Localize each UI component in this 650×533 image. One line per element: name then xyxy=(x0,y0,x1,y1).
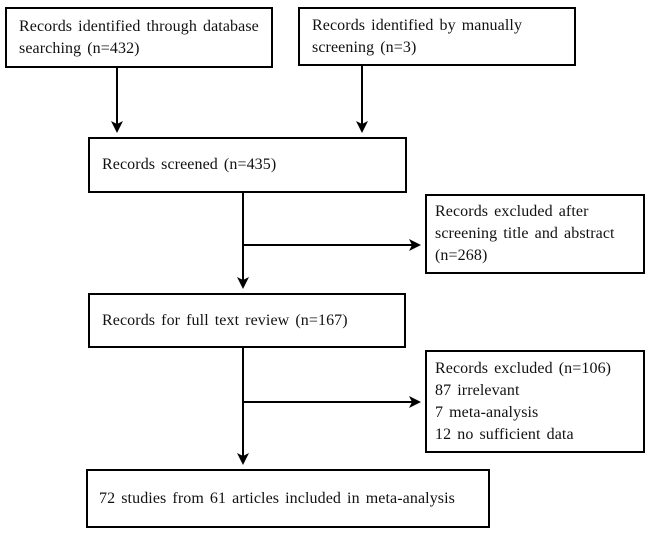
box-records-identified-database: Records identified through database sear… xyxy=(5,7,273,68)
box-records-screened: Records screened (n=435) xyxy=(88,137,407,193)
box-label: 72 studies from 61 articles included in … xyxy=(99,489,455,507)
box-label: Records excluded after screening title a… xyxy=(435,203,615,264)
box-records-excluded-full-text: Records excluded (n=106) 87 irrelevant 7… xyxy=(425,350,645,453)
box-label: Records identified through database sear… xyxy=(19,17,259,57)
excluded-line: Records excluded (n=106) xyxy=(435,359,612,377)
box-records-identified-manual: Records identified by manually screening… xyxy=(298,7,576,66)
box-label: Records for full text review (n=167) xyxy=(102,311,348,329)
box-label: Records screened (n=435) xyxy=(102,156,277,173)
excluded-line: 7 meta-analysis xyxy=(435,403,539,421)
box-studies-included: 72 studies from 61 articles included in … xyxy=(86,469,490,528)
excluded-line: 12 no sufficient data xyxy=(435,425,574,443)
box-records-full-text-review: Records for full text review (n=167) xyxy=(88,293,406,348)
box-label: Records identified by manually screening… xyxy=(312,16,523,56)
box-records-excluded-screening: Records excluded after screening title a… xyxy=(425,194,645,274)
excluded-line: 87 irrelevant xyxy=(435,381,520,399)
